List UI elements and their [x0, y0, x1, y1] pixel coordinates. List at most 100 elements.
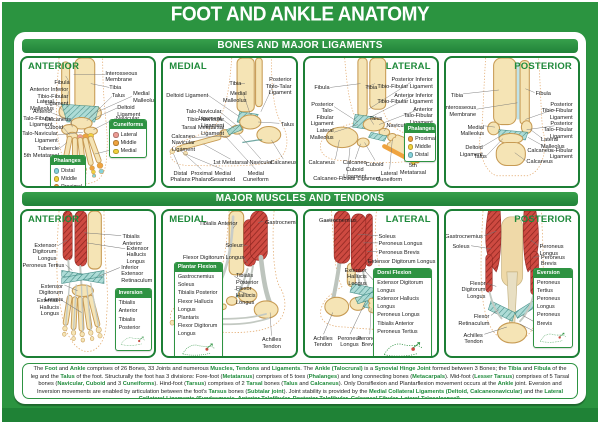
anatomy-label: Medial Sesamoid — [210, 170, 236, 184]
color-dot — [53, 168, 60, 174]
anatomy-label: Cuboid — [45, 124, 63, 131]
panel-muscles-lateral: LATERAL — [302, 209, 439, 358]
anatomy-label: Peroneus Longus — [378, 241, 423, 248]
legend-title: Phalanges — [50, 156, 86, 166]
footer-text-segment: and — [57, 366, 70, 372]
color-dot — [113, 132, 119, 138]
anatomy-label: Tarsal Metatarsal Ligament — [181, 124, 225, 138]
anatomy-label: Flexor Hallucis Longus — [235, 286, 256, 306]
panel-title: ANTERIOR — [28, 61, 80, 72]
footer-term: Ankle (Talocrural) — [314, 366, 363, 372]
anatomy-label: Talus — [111, 92, 125, 99]
anatomy-label: Peroneus Longus — [539, 244, 564, 257]
footer-term: Talus — [283, 381, 298, 388]
anatomy-label: Posterior Tibio-Talar Ligament — [265, 77, 292, 97]
anatomy-label: Flexor Digitorum Longus — [183, 254, 244, 261]
legend-title: Inversion — [115, 288, 152, 298]
anatomy-label: Navicular — [249, 160, 273, 167]
footer-term: Navicular, Cuboid — [57, 381, 106, 388]
footer-text-segment: is a — [362, 366, 375, 372]
panel-title: POSTERIOR — [514, 61, 572, 72]
anatomy-label: Talus — [280, 122, 294, 128]
anatomy-label: Tibia — [229, 81, 242, 88]
muscles-anterior-illustration — [56, 211, 126, 353]
footer-term: Talus — [60, 373, 75, 380]
footer-term: Cuneiforms — [122, 381, 155, 388]
footer-text-segment: joint. Eversion and Inversion movements … — [36, 381, 562, 395]
anatomy-label: Extensor Digitorum Longus — [32, 242, 57, 263]
anatomy-label: Tibia — [451, 92, 463, 99]
legend-item: Distal — [51, 167, 85, 175]
anatomy-label: Tibialis Anterior — [122, 234, 143, 247]
footer-text-segment: and — [521, 366, 534, 372]
legend-item-label: Extensor Digitorum Longus — [377, 280, 424, 295]
footer-term: Metatarsus — [222, 373, 253, 380]
color-dot — [407, 136, 414, 142]
anatomy-label: Flexor Digitorum Longus — [461, 280, 486, 300]
anatomy-label: Medial Malleolus — [133, 91, 157, 104]
footer-text-segment: and 3 — [105, 381, 123, 388]
legend-item: Peroneus Longus — [534, 295, 572, 311]
anatomy-label: Medial Cuneiform — [242, 170, 269, 184]
legend-item: Proximal — [51, 183, 85, 186]
panel-title: MEDIAL — [169, 61, 207, 72]
bones-posterior-illustration — [462, 58, 555, 177]
legend-item: Tibialis Anterior — [374, 320, 431, 328]
anatomy-label: Soleus — [225, 242, 243, 249]
anatomy-label: Calcaneo Cuboid Ligament — [342, 160, 367, 180]
bones-medial-illustration — [169, 58, 288, 170]
anatomy-label: Extensor Hallucis Longus — [344, 267, 367, 287]
legend-title: Phalanges — [404, 124, 436, 134]
footer-text-segment: ). Joint stability is provided by the — [283, 388, 369, 395]
anatomy-label: Tibia — [365, 84, 378, 91]
anatomy-label: Talus — [369, 115, 383, 122]
anatomy-label: Tibialis Anterior — [199, 221, 238, 228]
footer-text-segment: of the foot. Structurally the foot has 3… — [74, 373, 223, 380]
footer-text-segment: . — [460, 396, 462, 398]
anatomy-label: Calcaneus — [270, 160, 297, 167]
legend-item: Peroneus Longus — [374, 311, 431, 319]
legend-item: Extensor Digitorum Longus — [374, 279, 431, 295]
movement-diagram — [383, 341, 422, 356]
panel-bones-medial: MEDIAL — [161, 56, 298, 188]
anatomy-label: Distal Phalanx — [170, 170, 191, 184]
anatomy-label: Gastrocnemius — [319, 218, 357, 225]
anatomy-label: Calcaneus-Fibular Ligament — [527, 147, 573, 161]
anatomy-label: Tubercle 5th Metatarsal — [23, 146, 60, 159]
legend-item: Middle — [110, 139, 146, 147]
label-layer: Tibialis Anterior GastrocnemiusSoleusFlex… — [163, 211, 295, 356]
footer-term: Phalanges — [308, 373, 338, 380]
anatomy-label: Gastrocnemius — [445, 234, 483, 241]
anatomy-label: Talo-Navicular Ligament — [186, 109, 222, 122]
footer-term: Tarsus — [186, 381, 205, 388]
legend-item-label: Peroneus Tertius — [537, 280, 561, 295]
footer-term: Foot — [44, 366, 58, 372]
anatomy-label: Lateral Malleolus — [309, 128, 334, 141]
anatomy-label: Navicular — [386, 123, 410, 130]
legend-item: Tibialis Anterior — [116, 299, 152, 315]
anatomy-label: Posterior Inferior Tibio-Fibular Ligamen… — [377, 77, 433, 90]
panel-title: LATERAL — [385, 61, 431, 72]
footer-term: Tibia — [508, 366, 522, 372]
anatomy-label: Extensor Digitorum Longus — [39, 283, 63, 303]
legend-item-label: Peroneus Longus — [377, 312, 420, 319]
anatomy-label: Fibula — [54, 79, 70, 86]
footer-text-segment: ) and long connecting bones ( — [337, 373, 413, 380]
legend-item: Distal — [405, 151, 435, 159]
anatomy-label: Deltoid Ligament — [166, 92, 209, 99]
anatomy-label: Proximal Phalanx — [190, 170, 213, 184]
anatomy-label: Inferior Extensor Retinaculum — [121, 264, 153, 284]
page-title: FOOT AND ANKLE ANATOMY — [170, 3, 430, 26]
anatomy-label: Tibia — [109, 84, 122, 91]
anatomy-label: Gastrocnemius — [265, 219, 297, 226]
anatomy-label: 1st Metatarsal — [213, 160, 249, 167]
anatomy-label: Lateral Malleolus — [540, 137, 565, 150]
